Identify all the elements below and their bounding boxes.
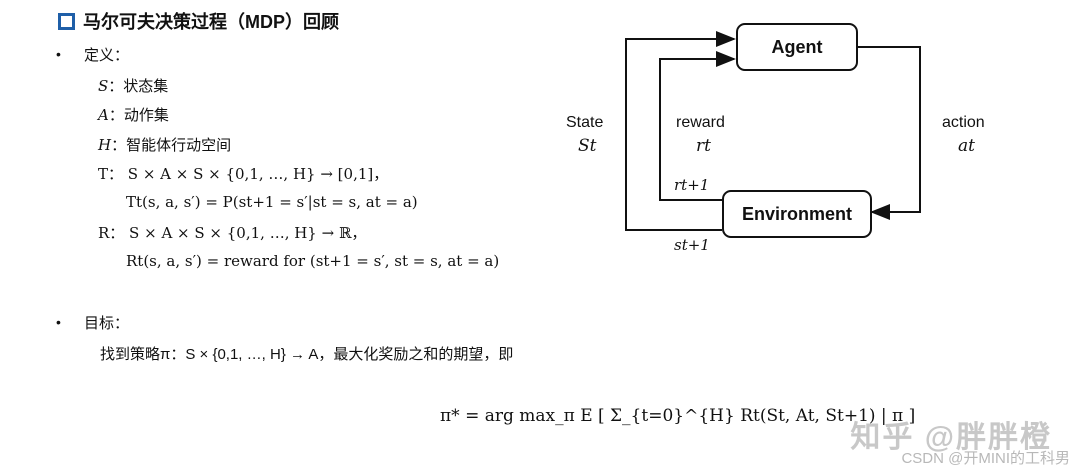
reward-symbol: rt xyxy=(696,136,711,156)
def-a-symbol: A xyxy=(98,106,109,124)
def-s-desc: ：状态集 xyxy=(108,78,169,95)
bullet-icon: • xyxy=(56,314,61,330)
def-h-symbol: H xyxy=(98,136,112,154)
state-symbol: St xyxy=(578,136,597,156)
def-r-line: R： S × A × S × {0,1, …, H} → ℝ， xyxy=(98,224,367,242)
page-title: 马尔可夫决策过程（MDP）回顾 xyxy=(58,8,339,34)
bullet-icon: • xyxy=(56,46,61,62)
csdn-watermark: CSDN @开MINI的工科男 xyxy=(901,450,1070,467)
square-bullet-icon xyxy=(58,12,75,30)
goal-formula: π* = arg max_π E [ Σ_{t=0}^{H} Rt(St, At… xyxy=(440,406,916,426)
action-symbol: at xyxy=(958,136,975,156)
def-a: A：动作集 xyxy=(98,104,169,125)
def-t-formula: Tt(s, a, s′) = P(st+1 = s′|st = s, at = … xyxy=(126,193,418,211)
agent-box: Agent xyxy=(736,23,858,71)
definition-label: 定义： xyxy=(84,47,130,64)
page-title-text: 马尔可夫决策过程（MDP）回顾 xyxy=(83,12,339,32)
state-next-label: st+1 xyxy=(674,236,710,254)
def-s: S：状态集 xyxy=(98,75,168,96)
def-h: H：智能体行动空间 xyxy=(98,134,231,155)
def-s-symbol: S xyxy=(98,77,109,95)
action-label: action xyxy=(942,114,985,131)
environment-box: Environment xyxy=(722,190,872,238)
def-t-line: T： S × A × S × {0,1, …, H} → [0,1]， xyxy=(98,165,389,183)
reward-next-label: rt+1 xyxy=(674,176,710,194)
def-r-formula: Rt(s, a, s′) = reward for (st+1 = s′, st… xyxy=(126,252,500,270)
zhihu-watermark: 知乎 @胖胖橙 xyxy=(850,421,1052,454)
def-h-desc: ：智能体行动空间 xyxy=(111,137,232,154)
goal-label: 目标： xyxy=(84,315,130,332)
goal-text: 找到策略π：S × {0,1, …, H} → A，最大化奖励之和的期望，即 xyxy=(100,346,514,363)
reward-label: reward xyxy=(676,114,725,131)
def-a-desc: ：动作集 xyxy=(108,107,169,124)
state-label: State xyxy=(566,114,604,131)
